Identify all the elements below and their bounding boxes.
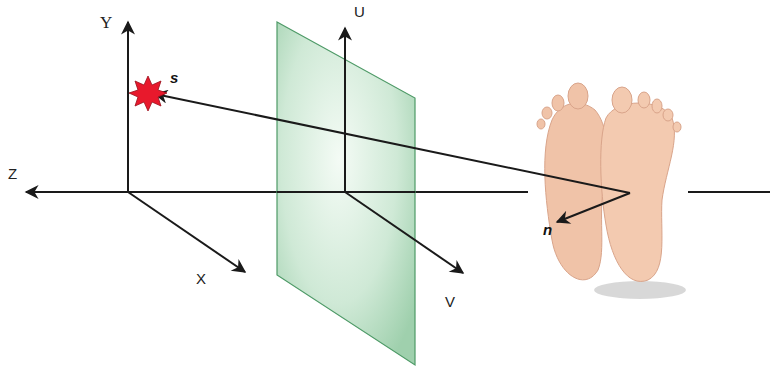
axis-label: Y (100, 14, 112, 31)
axis-label: Z (8, 166, 17, 181)
axis-label: U (354, 4, 365, 19)
axis-label: X (196, 271, 206, 286)
axis-label: V (445, 294, 455, 309)
vector-label: n (543, 222, 552, 237)
vector-label: s (170, 70, 178, 85)
